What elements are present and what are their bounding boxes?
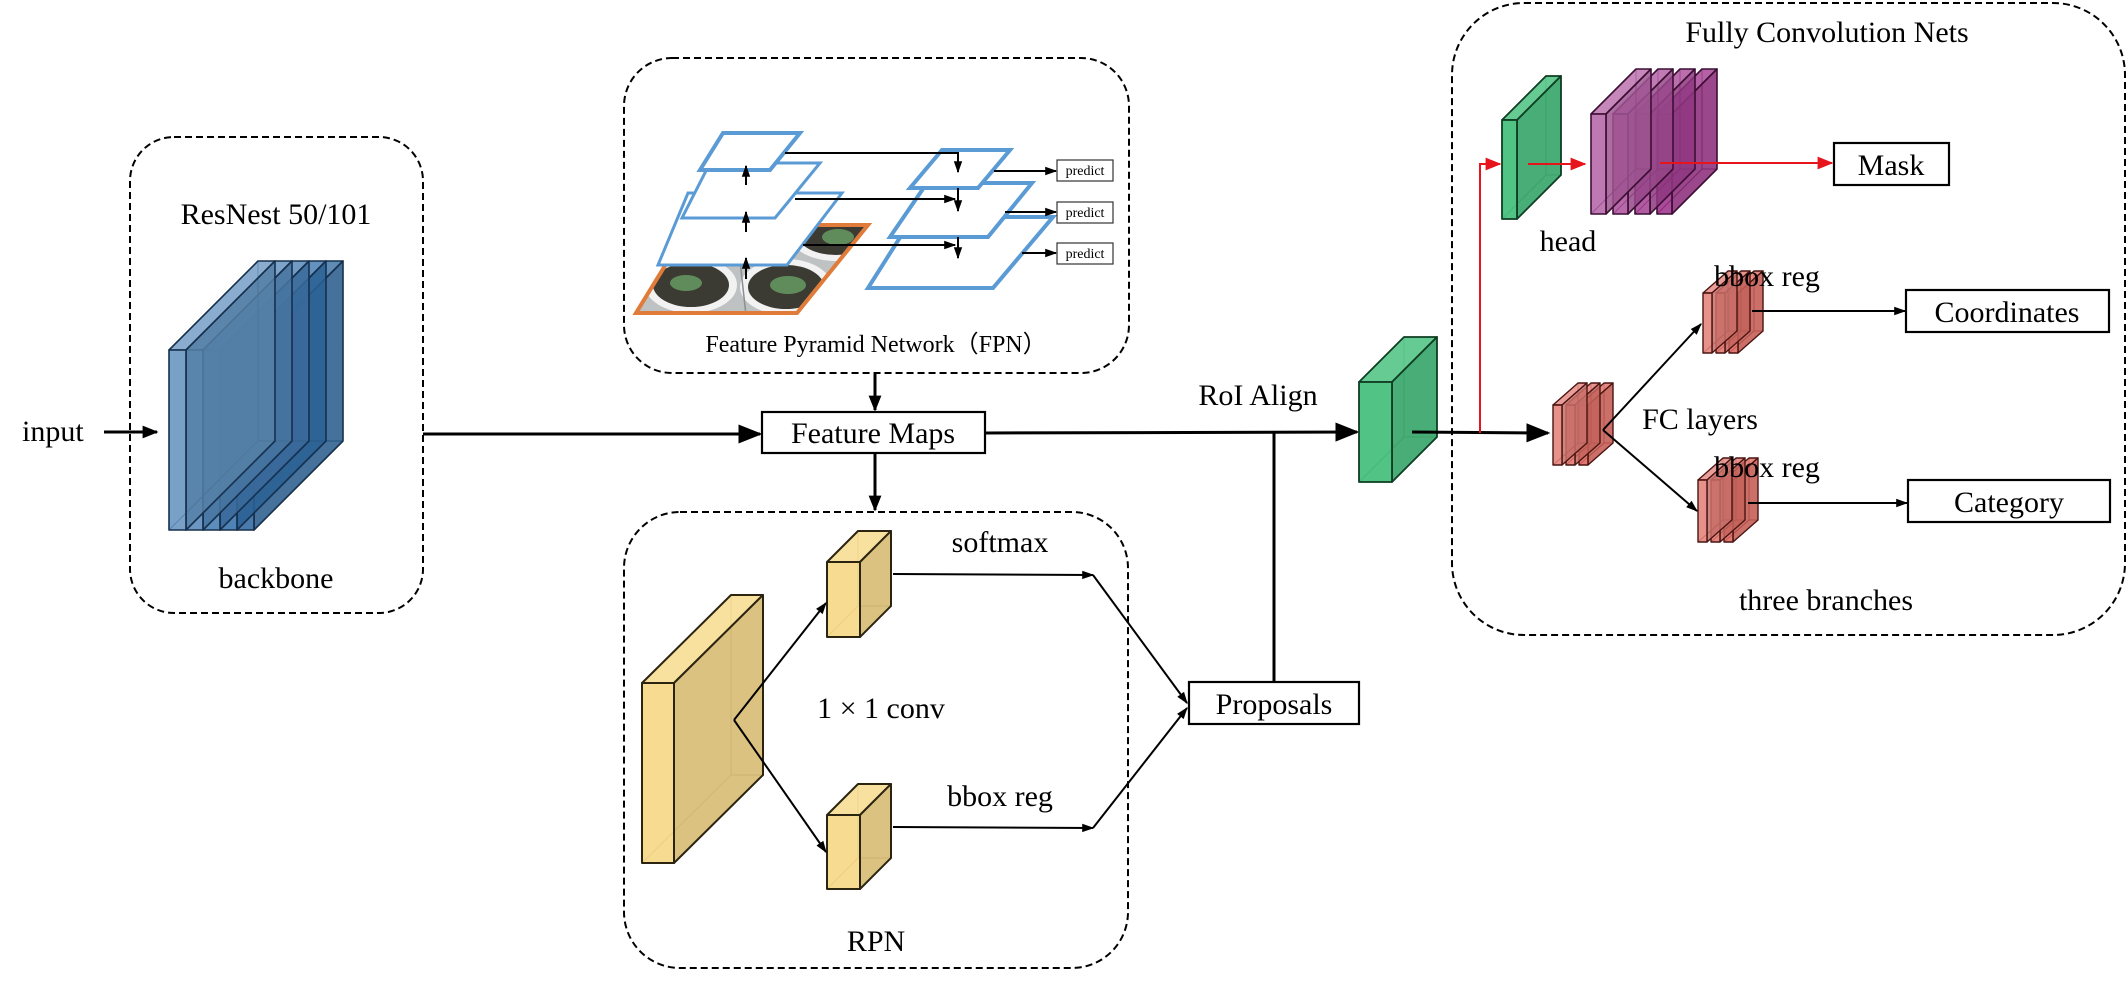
mask-head-block <box>1501 75 1562 220</box>
fcn-bbox-label-bottom: bbox reg <box>1714 451 1820 484</box>
rpn-reg-block <box>826 783 892 890</box>
fpn-bottom-up-layer-3 <box>696 131 805 172</box>
fcn-bbox-label-top: bbox reg <box>1714 260 1820 293</box>
mask-output-box <box>1832 141 1951 187</box>
rpn-softmax-arrow <box>892 570 1095 580</box>
rpn-bbox-label: bbox reg <box>947 780 1053 813</box>
rpn-feature-block <box>641 594 764 864</box>
rpn-bbox-arrow <box>892 823 1095 833</box>
backbone-dashed-frame <box>129 136 424 614</box>
fpn-bottom-up-layer-2 <box>679 161 824 220</box>
fpn-module: predict predict predict Feature Pyramid … <box>623 57 1130 374</box>
input-label: input <box>22 415 84 448</box>
fpn-predict-label-3: predict <box>1066 247 1105 262</box>
head-label: head <box>1540 225 1597 258</box>
rpn-branch-arrow-cls <box>733 602 827 721</box>
fc-shared-layer-1-front-face <box>1552 404 1563 466</box>
feature-maps-box <box>760 410 987 455</box>
mask-conv-layer-stack <box>1590 68 1718 215</box>
backbone-module: ResNest 50/101 backbone <box>129 136 424 614</box>
coordinates-output-box <box>1904 288 2111 334</box>
rpn-reg-front-face <box>826 814 861 890</box>
rpn-softmax-label: softmax <box>952 526 1049 559</box>
bbox-to-proposals-arrow <box>1092 707 1188 829</box>
backbone-layer-1-front-face <box>168 349 187 531</box>
fc-layer-stack-shared <box>1552 382 1614 466</box>
fc-layers-label: FC layers <box>1642 403 1758 436</box>
fcn-module: Fully Convolution Nets head Mask bbox re… <box>1451 2 2126 636</box>
fc-to-cls-branch-arrow <box>1602 429 1698 512</box>
feature-maps-to-roi-align-arrow <box>984 422 1360 442</box>
backbone-layer-stack <box>168 260 344 531</box>
fcn-dashed-frame <box>1451 2 2126 636</box>
backbone-caption: backbone <box>219 562 334 595</box>
category-output-label: Category <box>1954 486 2064 519</box>
fc-layer-stack-cls <box>1697 457 1759 543</box>
rpn-cls-block <box>826 530 892 638</box>
fc-cls-layer-1-front-face <box>1697 479 1708 543</box>
fc-to-bbox-branch-arrow <box>1602 323 1702 431</box>
fpn-predict-label-2: predict <box>1066 206 1105 221</box>
fpn-lateral-connection-top <box>785 152 963 174</box>
mask-branch-arrow <box>1479 157 1502 433</box>
fpn-predict-box-2 <box>1056 201 1114 224</box>
feature-maps-label: Feature Maps <box>791 417 955 450</box>
fpn-predict-box-1 <box>1056 159 1114 182</box>
proposals-label: Proposals <box>1216 688 1333 721</box>
mask-output-label: Mask <box>1858 149 1925 182</box>
backbone-title: ResNest 50/101 <box>181 198 372 231</box>
fpn-caption: Feature Pyramid Network（FPN） <box>705 332 1046 358</box>
category-output-box <box>1906 478 2112 524</box>
proposals-box <box>1187 680 1361 726</box>
rpn-cls-front-face <box>826 561 861 638</box>
rpn-feature-front-face <box>641 682 675 864</box>
rpn-dashed-frame <box>623 511 1129 969</box>
fcn-title: Fully Convolution Nets <box>1685 16 1968 49</box>
coordinates-output-label: Coordinates <box>1935 296 2080 329</box>
rpn-conv-label: 1 × 1 conv <box>817 692 945 725</box>
rpn-module: softmax 1 × 1 conv bbox reg RPN <box>623 511 1129 969</box>
rpn-branch-arrow-reg <box>733 719 827 853</box>
softmax-to-proposals-arrow <box>1092 574 1188 704</box>
fc-layer-stack-bbox <box>1702 270 1764 354</box>
mask-layer-1-front-face <box>1590 113 1607 215</box>
fc-bbox-layer-1-front-face <box>1702 292 1713 354</box>
fpn-predict-box-3 <box>1056 242 1114 265</box>
fpn-predict-label-1: predict <box>1066 164 1105 179</box>
roi-align-label: RoI Align <box>1198 379 1317 412</box>
mask-head-front-face <box>1501 119 1518 220</box>
rpn-caption: RPN <box>847 925 905 958</box>
roi-align-block <box>1358 336 1438 483</box>
roi-align-front-face <box>1358 381 1393 483</box>
fcn-caption: three branches <box>1739 584 1913 617</box>
